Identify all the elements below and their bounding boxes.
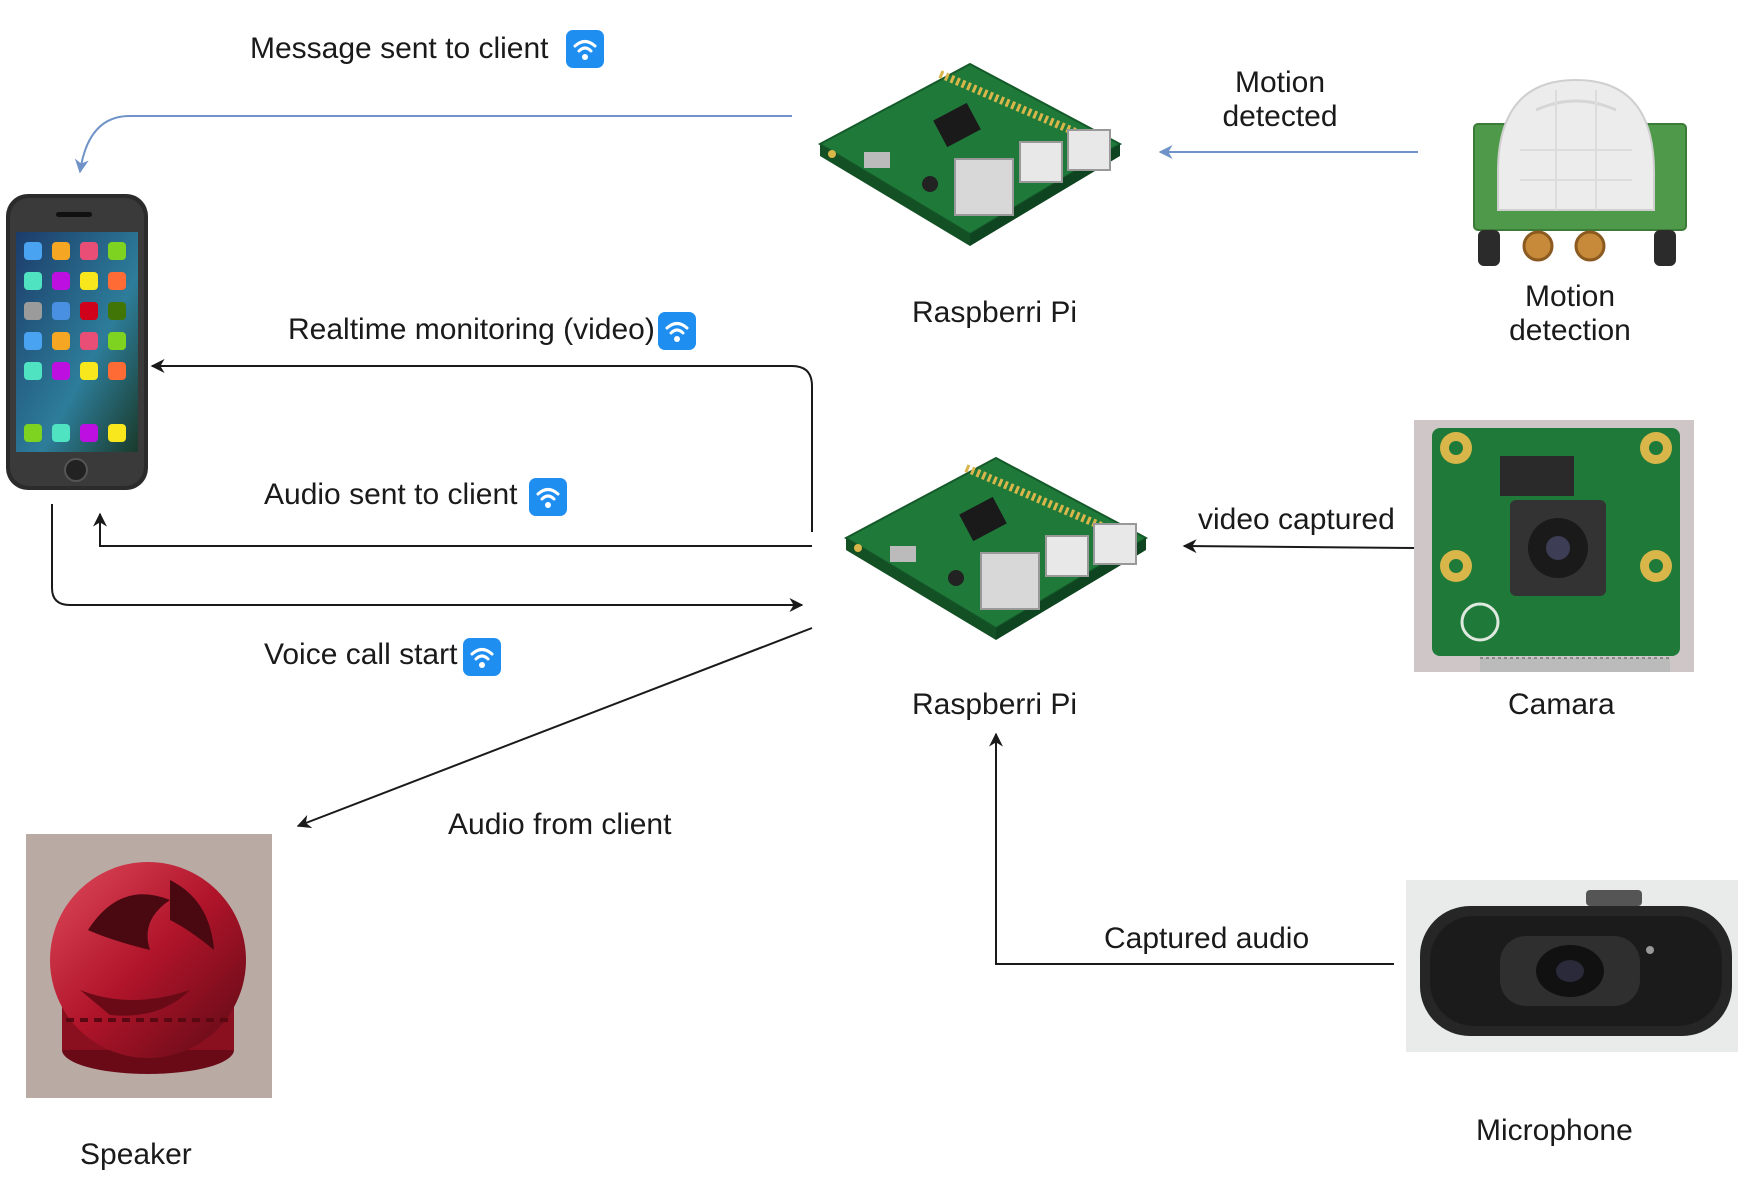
arrow-video-captured bbox=[1182, 539, 1415, 554]
camera-module-icon bbox=[1414, 420, 1694, 672]
arrow-message-sent bbox=[74, 115, 792, 174]
arrow-captured-audio bbox=[989, 732, 1394, 965]
label-video-captured: video captured bbox=[1198, 503, 1395, 536]
label-voice-call: Voice call start bbox=[264, 638, 458, 671]
label-audio-from-client: Audio from client bbox=[448, 808, 672, 841]
smartphone-icon bbox=[6, 194, 148, 490]
pir-sensor-icon bbox=[1473, 78, 1687, 266]
speaker-icon bbox=[26, 834, 272, 1098]
label-message-sent: Message sent to client bbox=[250, 32, 549, 65]
wifi-icon-voice-call bbox=[463, 638, 501, 676]
webcam-microphone-icon bbox=[1406, 880, 1738, 1052]
raspberry-pi-top-image bbox=[817, 62, 1123, 246]
label-captured-audio: Captured audio bbox=[1104, 922, 1310, 955]
label-speaker: Speaker bbox=[80, 1138, 192, 1171]
label-microphone: Microphone bbox=[1476, 1114, 1633, 1147]
label-motion-detection: Motion detection bbox=[1509, 280, 1631, 347]
label-raspberry-pi-top: Raspberri Pi bbox=[912, 296, 1078, 329]
arrow-audio-from-client bbox=[296, 627, 813, 829]
label-realtime-monitoring: Realtime monitoring (video) bbox=[288, 313, 655, 346]
label-raspberry-pi-bottom: Raspberri Pi bbox=[912, 688, 1078, 721]
label-motion-detected: Motion detected bbox=[1222, 66, 1338, 133]
raspberry-pi-bottom-image bbox=[843, 456, 1149, 640]
label-audio-sent: Audio sent to client bbox=[264, 478, 518, 511]
arrow-realtime-monitoring bbox=[150, 359, 813, 532]
arrow-audio-sent bbox=[93, 512, 812, 547]
label-camera: Camara bbox=[1508, 688, 1615, 721]
wifi-icon-realtime bbox=[658, 312, 696, 350]
arrow-voice-call bbox=[51, 504, 804, 612]
wifi-icon-message bbox=[566, 30, 604, 68]
wifi-icon-audio-sent bbox=[529, 478, 567, 516]
